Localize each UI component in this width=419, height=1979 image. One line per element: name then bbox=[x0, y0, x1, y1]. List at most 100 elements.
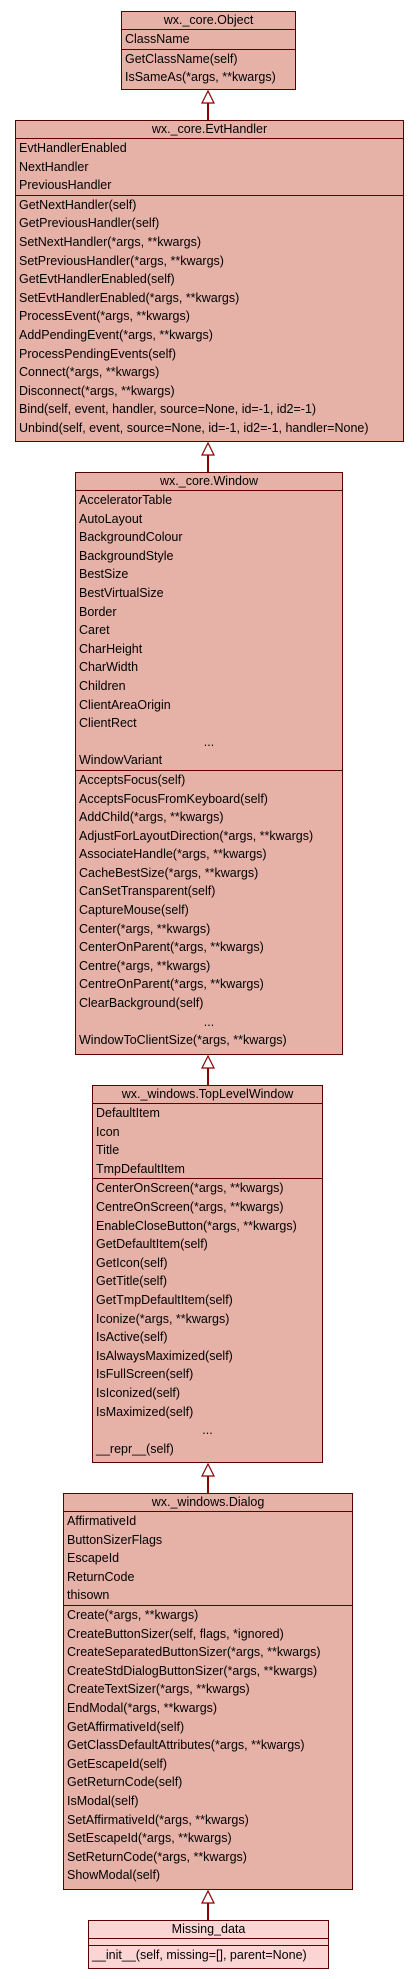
method-item: AssociateHandle(*args, **kwargs) bbox=[79, 847, 267, 862]
method-item: Create(*args, **kwargs) bbox=[67, 1607, 199, 1622]
method-item: CentreOnScreen(*args, **kwargs) bbox=[96, 1199, 284, 1214]
attribute-item: NextHandler bbox=[19, 159, 89, 174]
attribute-item: EvtHandlerEnabled bbox=[19, 141, 127, 155]
method-item: AcceptsFocus(self) bbox=[79, 772, 186, 787]
method-item: GetEscapeId(self) bbox=[67, 1756, 168, 1771]
class-name: wx._core.Window bbox=[76, 473, 342, 491]
method-item: AddPendingEvent(*args, **kwargs) bbox=[19, 327, 213, 342]
attribute-item: CharHeight bbox=[79, 641, 143, 656]
method-item: GetPreviousHandler(self) bbox=[19, 216, 160, 231]
attribute-item: AffirmativeId bbox=[67, 1514, 137, 1528]
attribute-item: BackgroundStyle bbox=[79, 548, 174, 563]
method-item: CacheBestSize(*args, **kwargs) bbox=[79, 865, 259, 880]
method-item: IsMaximized(self) bbox=[96, 1404, 194, 1419]
attribute-item: ReturnCode bbox=[67, 1569, 135, 1584]
method-item: GetTitle(self) bbox=[96, 1274, 168, 1289]
method-item: GetTmpDefaultItem(self) bbox=[96, 1292, 233, 1307]
method-item: GetClassDefaultAttributes(*args, **kwarg… bbox=[67, 1738, 305, 1753]
method-item: __init__(self, missing=[], parent=None) bbox=[92, 1948, 307, 1962]
inheritance-arrowhead bbox=[201, 1462, 215, 1477]
method-item: EnableCloseButton(*args, **kwargs) bbox=[96, 1218, 297, 1233]
class-name: wx._core.Object bbox=[122, 12, 295, 30]
attribute-item: BackgroundColour bbox=[79, 530, 183, 545]
method-item: CreateStdDialogButtonSizer(*args, **kwar… bbox=[67, 1663, 318, 1678]
attribute-item: BestVirtualSize bbox=[79, 585, 164, 600]
method-item: AddChild(*args, **kwargs) bbox=[79, 810, 224, 825]
class-name: Missing_data bbox=[89, 1921, 328, 1939]
method-item: SetEscapeId(*args, **kwargs) bbox=[67, 1831, 232, 1846]
inheritance-arrowhead bbox=[201, 1889, 215, 1904]
method-list: Create(*args, **kwargs) CreateButtonSizer… bbox=[64, 1604, 352, 1885]
attribute-item: BestSize bbox=[79, 567, 129, 582]
attribute-item: DefaultItem bbox=[96, 1106, 160, 1120]
inheritance-arrowhead bbox=[201, 441, 215, 456]
method-item: GetReturnCode(self) bbox=[67, 1775, 183, 1790]
attribute-item: AcceleratorTable bbox=[79, 493, 173, 507]
method-list: GetClassName(self) IsSameAs(*args, **kwar… bbox=[122, 48, 295, 87]
attribute-item: ClientRect bbox=[79, 716, 137, 731]
method-item: Connect(*args, **kwargs) bbox=[19, 365, 160, 380]
attribute-item: EscapeId bbox=[67, 1551, 120, 1566]
method-item: EndModal(*args, **kwargs) bbox=[67, 1700, 218, 1715]
method-item: Unbind(self, event, source=None, id=-1, … bbox=[19, 420, 369, 435]
method-item: ProcessEvent(*args, **kwargs) bbox=[19, 309, 190, 324]
method-item: Centre(*args, **kwargs) bbox=[79, 958, 211, 973]
attribute-item: Icon bbox=[96, 1124, 120, 1139]
attribute-list: ClassName bbox=[122, 30, 295, 49]
method-item: GetAffirmativeId(self) bbox=[67, 1719, 185, 1734]
ellipsis: ... bbox=[202, 1423, 213, 1438]
ellipsis: ... bbox=[203, 1014, 215, 1029]
attribute-item: AutoLayout bbox=[79, 511, 143, 526]
attribute-item: ClientAreaOrigin bbox=[79, 697, 171, 712]
method-item: ProcessPendingEvents(self) bbox=[19, 346, 177, 361]
method-item: CreateSeparatedButtonSizer(*args, **kwar… bbox=[67, 1645, 321, 1660]
inheritance-arrowhead bbox=[201, 1054, 215, 1069]
method-item: SetReturnCode(*args, **kwargs) bbox=[67, 1849, 247, 1864]
method-item: AdjustForLayoutDirection(*args, **kwargs… bbox=[79, 828, 314, 843]
attribute-item: TmpDefaultItem bbox=[96, 1161, 185, 1176]
ellipsis: ... bbox=[203, 734, 215, 749]
attribute-item: WindowVariant bbox=[79, 753, 163, 768]
attribute-item: Caret bbox=[79, 623, 110, 638]
attribute-item: Children bbox=[79, 678, 126, 693]
attribute-item: PreviousHandler bbox=[19, 178, 112, 193]
method-item: IsModal(self) bbox=[67, 1793, 139, 1808]
method-item: SetEvtHandlerEnabled(*args, **kwargs) bbox=[19, 290, 240, 305]
inheritance-arrowhead bbox=[201, 89, 215, 104]
method-item: CentreOnParent(*args, **kwargs) bbox=[79, 977, 264, 992]
method-item: CaptureMouse(self) bbox=[79, 903, 189, 918]
method-item: CreateButtonSizer(self, flags, *ignored) bbox=[67, 1626, 284, 1641]
attribute-item: ButtonSizerFlags bbox=[67, 1532, 163, 1547]
class-name: wx._windows.TopLevelWindow bbox=[93, 1086, 322, 1104]
method-item: IsIconized(self) bbox=[96, 1385, 181, 1400]
method-item: Iconize(*args, **kwargs) bbox=[96, 1311, 230, 1326]
method-item: CenterOnScreen(*args, **kwargs) bbox=[96, 1181, 284, 1196]
method-item: IsSameAs(*args, **kwargs) bbox=[125, 70, 276, 85]
method-item: CenterOnParent(*args, **kwargs) bbox=[79, 940, 264, 955]
method-item: IsAlwaysMaximized(self) bbox=[96, 1348, 233, 1363]
method-item: GetNextHandler(self) bbox=[19, 197, 137, 212]
method-item: GetIcon(self) bbox=[96, 1255, 168, 1270]
method-item: WindowToClientSize(*args, **kwargs) bbox=[79, 1033, 287, 1048]
method-item: __repr__(self) bbox=[96, 1441, 174, 1456]
method-item: GetEvtHandlerEnabled(self) bbox=[19, 272, 175, 287]
method-item: Bind(self, event, handler, source=None, … bbox=[19, 402, 317, 417]
method-list: __init__(self, missing=[], parent=None) bbox=[89, 1945, 328, 1965]
method-item: IsActive(self) bbox=[96, 1330, 168, 1345]
method-item: CreateTextSizer(*args, **kwargs) bbox=[67, 1682, 250, 1697]
attribute-item: Border bbox=[79, 604, 117, 619]
method-list: AcceptsFocus(self)AcceptsFocusFromKeyboa… bbox=[76, 769, 342, 1050]
class-box-object: wx._core.Object ClassName GetClassName(s… bbox=[121, 11, 296, 90]
method-item: GetClassName(self) bbox=[125, 51, 238, 66]
method-item: GetDefaultItem(self) bbox=[96, 1237, 208, 1252]
